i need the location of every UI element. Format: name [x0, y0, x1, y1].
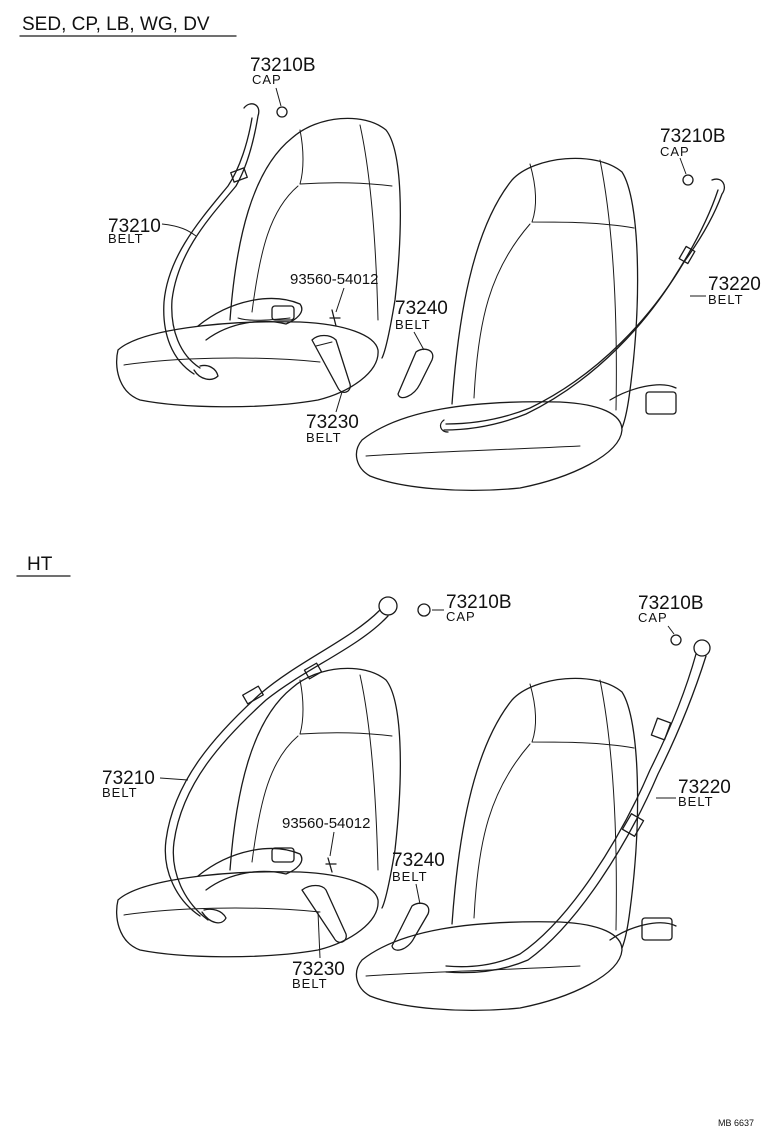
- label-num: 73210B: [638, 593, 704, 614]
- cap-73210b-right: [670, 634, 682, 646]
- label-num: 73210B: [250, 55, 316, 76]
- label-name: BELT: [395, 317, 431, 332]
- belt-73210-left: [163, 103, 260, 381]
- label-num: 73240: [395, 298, 448, 319]
- label-name: CAP: [660, 144, 690, 159]
- label-num: 73210: [102, 768, 155, 789]
- belt-73220-right: [439, 178, 726, 433]
- label-name: BELT: [306, 430, 342, 445]
- bolt-93560-54012: [325, 857, 337, 873]
- right-seat: [355, 677, 639, 1011]
- label-name: BELT: [678, 794, 714, 809]
- label-num: 73220: [678, 777, 731, 798]
- buckle-73240: [391, 902, 430, 951]
- label-name: BELT: [292, 976, 328, 991]
- label-num: 73210B: [660, 126, 726, 147]
- figure-code: MB 6637: [718, 1118, 754, 1128]
- cap-73210b-left: [417, 603, 431, 617]
- cap-73210b-right: [682, 174, 694, 186]
- section-ht: HT: [16, 554, 731, 1011]
- label-num: 73210: [108, 216, 161, 237]
- label-num: 73240: [392, 850, 445, 871]
- label-part: 93560-54012: [290, 271, 378, 288]
- label-part: 93560-54012: [282, 815, 370, 832]
- section-header: SED, CP, LB, WG, DV: [22, 14, 210, 35]
- bolt-93560-54012: [329, 309, 341, 327]
- label-name: CAP: [252, 72, 282, 87]
- label-name: BELT: [708, 292, 744, 307]
- cap-73210b-left: [276, 106, 288, 118]
- left-seat: [115, 117, 401, 408]
- label-name: BELT: [392, 869, 428, 884]
- buckle-73230: [311, 334, 351, 394]
- belt-73220-right: [445, 639, 711, 974]
- label-name: BELT: [102, 785, 138, 800]
- section-sed-cp-lb-wg-dv: SED, CP, LB, WG, DV: [19, 14, 761, 491]
- buckle-73230: [301, 884, 347, 944]
- section-header: HT: [27, 554, 53, 575]
- label-name: BELT: [108, 231, 144, 246]
- label-name: CAP: [638, 610, 668, 625]
- label-num: 73220: [708, 274, 761, 295]
- left-seat: [115, 667, 401, 958]
- label-num: 73210B: [446, 592, 512, 613]
- label-num: 73230: [306, 412, 359, 433]
- label-num: 73230: [292, 959, 345, 980]
- belt-73210-left: [164, 596, 398, 924]
- buckle-73240: [397, 348, 434, 399]
- label-name: CAP: [446, 609, 476, 624]
